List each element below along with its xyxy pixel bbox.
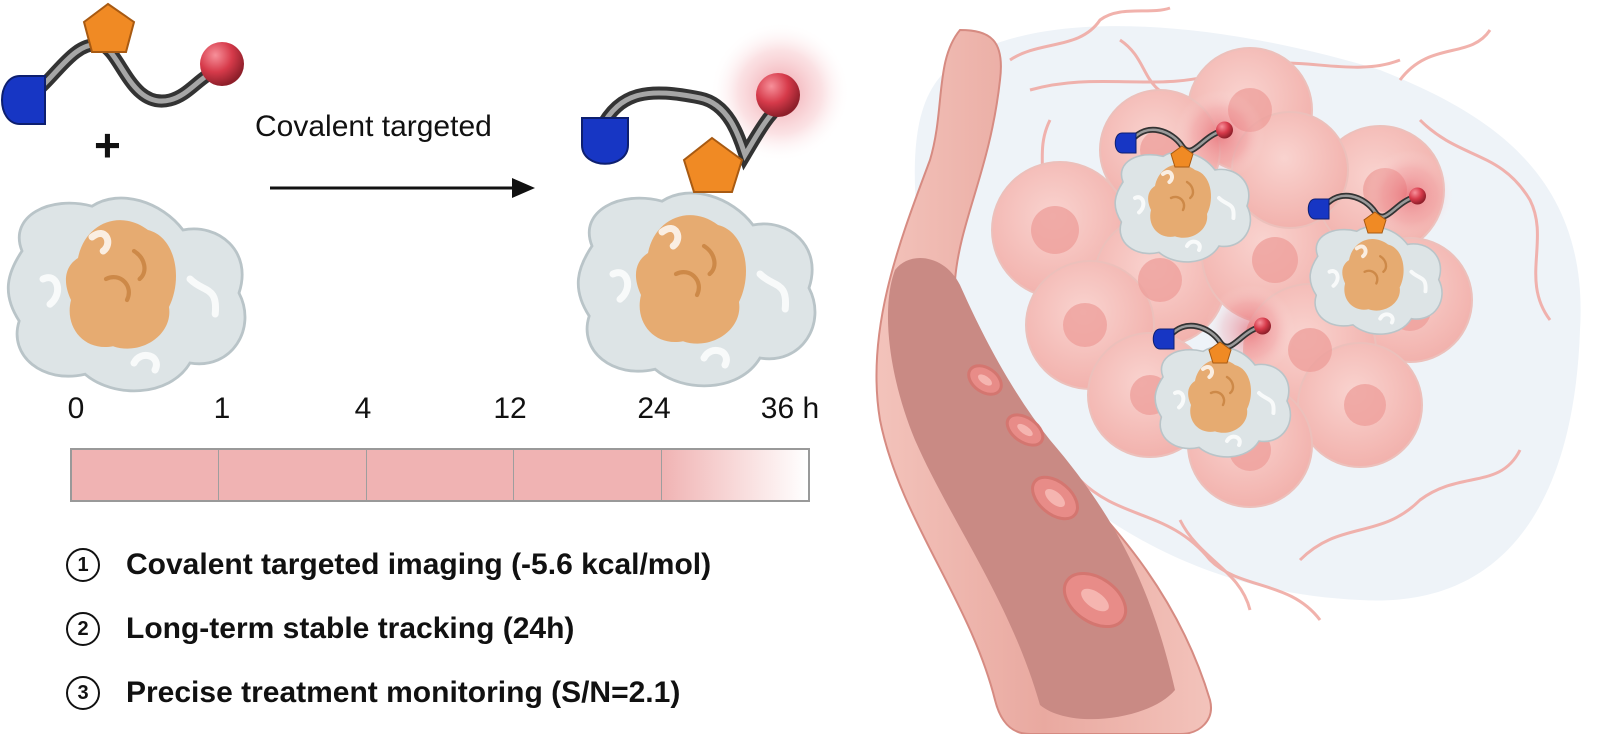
timeline-segment-fading bbox=[661, 450, 809, 500]
timeline-tick-24: 24 bbox=[637, 392, 671, 425]
feature-text: Long-term stable tracking (24h) bbox=[126, 612, 575, 645]
feature-number-badge: 1 bbox=[66, 548, 100, 582]
probe-pentagon-shape bbox=[82, 2, 136, 53]
timeline-tick-4: 4 bbox=[354, 392, 372, 425]
tissue-probe-1 bbox=[1115, 90, 1265, 262]
feature-item-3: 3 Precise treatment monitoring (S/N=2.1) bbox=[66, 676, 680, 710]
feature-number-badge: 3 bbox=[66, 676, 100, 710]
probe-head-shape bbox=[1, 75, 46, 125]
feature-item-2: 2 Long-term stable tracking (24h) bbox=[66, 612, 574, 646]
timeline-tick-12: 12 bbox=[493, 392, 527, 425]
tissue-probe-2 bbox=[1308, 150, 1455, 337]
reaction-arrow bbox=[270, 178, 535, 198]
arrow-label: Covalent targeted bbox=[255, 110, 492, 143]
feature-item-1: 1 Covalent targeted imaging (-5.6 kcal/m… bbox=[66, 548, 711, 582]
feature-text: Covalent targeted imaging (-5.6 kcal/mol… bbox=[126, 548, 712, 581]
timeline-tick-1: 1 bbox=[213, 392, 231, 425]
blood-vessel bbox=[875, 28, 1212, 734]
timeline-tick-0: 0 bbox=[67, 392, 85, 425]
timeline-segment bbox=[72, 450, 220, 500]
free-probe bbox=[1, 2, 244, 125]
target-protein bbox=[8, 198, 245, 391]
timeline-segment bbox=[366, 450, 515, 500]
feature-text: Precise treatment monitoring (S/N=2.1) bbox=[126, 676, 681, 709]
timeline-tick-36h: 36 h bbox=[760, 392, 820, 425]
tissue-probe-3 bbox=[1153, 285, 1295, 457]
plus-sign: + bbox=[94, 119, 121, 171]
timeline-segment bbox=[219, 450, 367, 500]
feature-number-badge: 2 bbox=[66, 612, 100, 646]
timeline-segment bbox=[514, 450, 662, 500]
probe-tail-ball bbox=[200, 42, 244, 86]
signal-timeline-bar bbox=[70, 448, 810, 502]
bound-complex bbox=[578, 22, 850, 386]
